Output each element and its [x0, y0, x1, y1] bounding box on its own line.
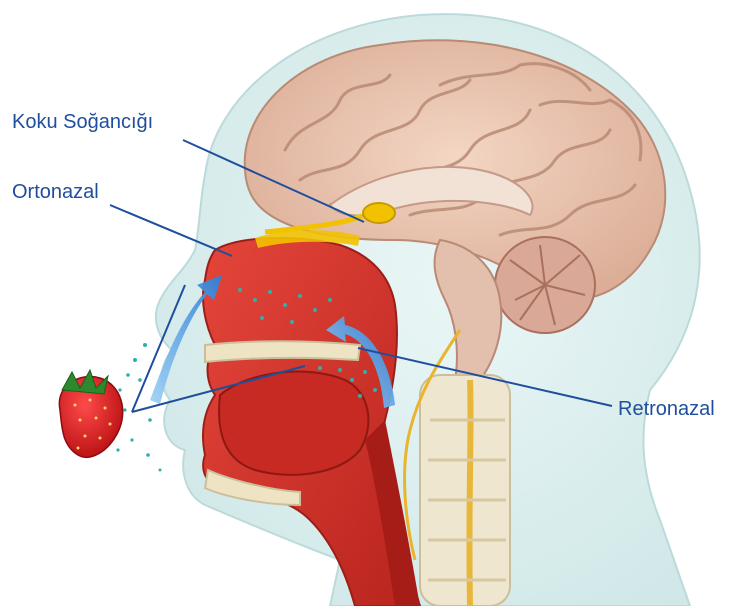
strawberry — [59, 370, 122, 457]
tongue — [219, 372, 368, 475]
label-olfactory-bulb: Koku Soğancığı — [12, 112, 153, 132]
label-retronasal: Retronazal — [618, 399, 715, 419]
olfactory-bulb — [363, 203, 395, 223]
label-orthonasal: Ortonazal — [12, 182, 99, 202]
hard-palate — [205, 341, 360, 362]
spinal-column — [420, 375, 510, 606]
